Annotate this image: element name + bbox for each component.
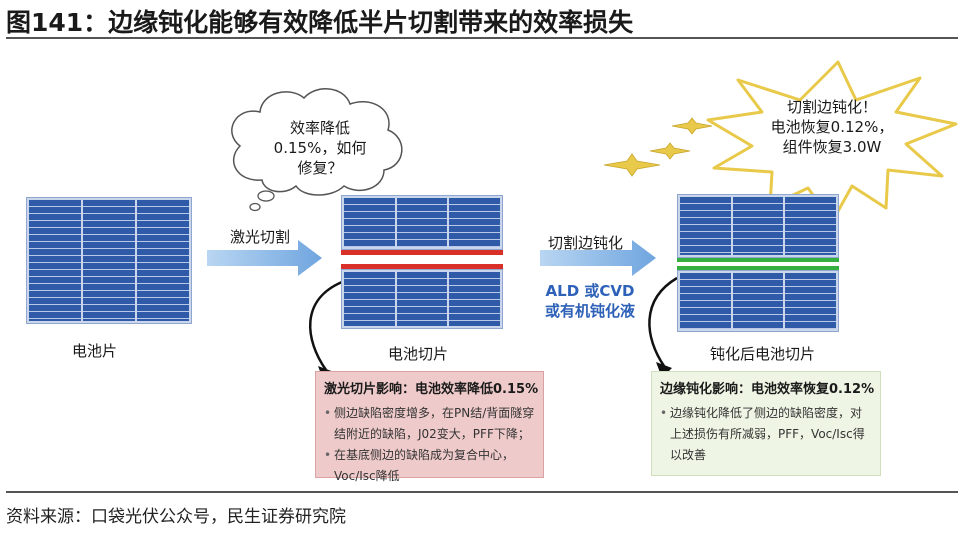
figure-title: 图141：边缘钝化能够有效降低半片切割带来的效率损失 — [6, 8, 634, 37]
sparkle-star-icon — [649, 142, 691, 160]
thought-bubble — [231, 88, 403, 212]
passivation-impact-box: 边缘钝化影响：电池效率恢复0.12% 边缘钝化降低了侧边的缺陷密度，对上述损伤有… — [651, 371, 881, 476]
passivated-cell-top — [677, 194, 839, 258]
laser-impact-title: 激光切片影响：电池效率降低0.15% — [324, 382, 539, 397]
title-divider — [6, 37, 958, 39]
laser-pointer-curve — [309, 280, 343, 371]
passivated-cell-label: 钝化后电池切片 — [710, 345, 816, 363]
laser-impact-item-1: 侧边缺陷密度增多，在PN结/背面隧穿结附近的缺陷，J02变大，PFF下降； — [324, 403, 535, 445]
passivated-cell-bottom — [677, 270, 839, 332]
source-divider — [6, 491, 958, 493]
laser-cut-label: 激光切割 — [230, 228, 291, 246]
half-cell-label: 电池切片 — [388, 345, 449, 363]
sparkle-star-icon — [671, 117, 713, 135]
method-label: ALD 或CVD 或有机钝化液 — [540, 281, 640, 321]
cut-edge-bottom — [341, 264, 503, 269]
passivation-pointer-curve — [648, 276, 678, 367]
laser-impact-box: 激光切片影响：电池效率降低0.15% 侧边缺陷密度增多，在PN结/背面隧穿结附近… — [315, 371, 544, 483]
thought-bubble-text: 效率降低 0.15%，如何 修复？ — [273, 119, 367, 177]
solar-cell-full — [26, 197, 192, 324]
passivation-arrow — [540, 240, 656, 276]
passivated-edge-top — [677, 258, 839, 262]
cut-edge-top — [341, 250, 503, 255]
half-cell-bottom — [341, 269, 503, 329]
source-note: 资料来源：口袋光伏公众号，民生证券研究院 — [6, 507, 346, 527]
sparkle-star-icon — [603, 153, 661, 177]
solar-cell-label: 电池片 — [72, 342, 118, 360]
method-line-1: ALD 或CVD — [545, 282, 635, 300]
passivation-label: 切割边钝化 — [548, 234, 624, 252]
half-cell-top — [341, 195, 503, 250]
passivated-edge-bottom — [677, 266, 839, 270]
passivation-impact-item-1: 边缘钝化降低了侧边的缺陷密度，对上述损伤有所减弱，PFF，Voc/Isc得以改善 — [660, 403, 872, 466]
laser-impact-item-2: 在基底侧边的缺陷成为复合中心，Voc/Isc降低 — [324, 445, 535, 487]
starburst-text: 切割边钝化！ 电池恢复0.12%， 组件恢复3.0W — [770, 98, 894, 156]
passivation-pointer-arrowhead — [656, 362, 672, 378]
passivation-impact-title: 边缘钝化影响：电池效率恢复0.12% — [660, 382, 875, 397]
laser-cut-arrow — [207, 240, 322, 276]
method-line-2: 或有机钝化液 — [544, 302, 635, 320]
